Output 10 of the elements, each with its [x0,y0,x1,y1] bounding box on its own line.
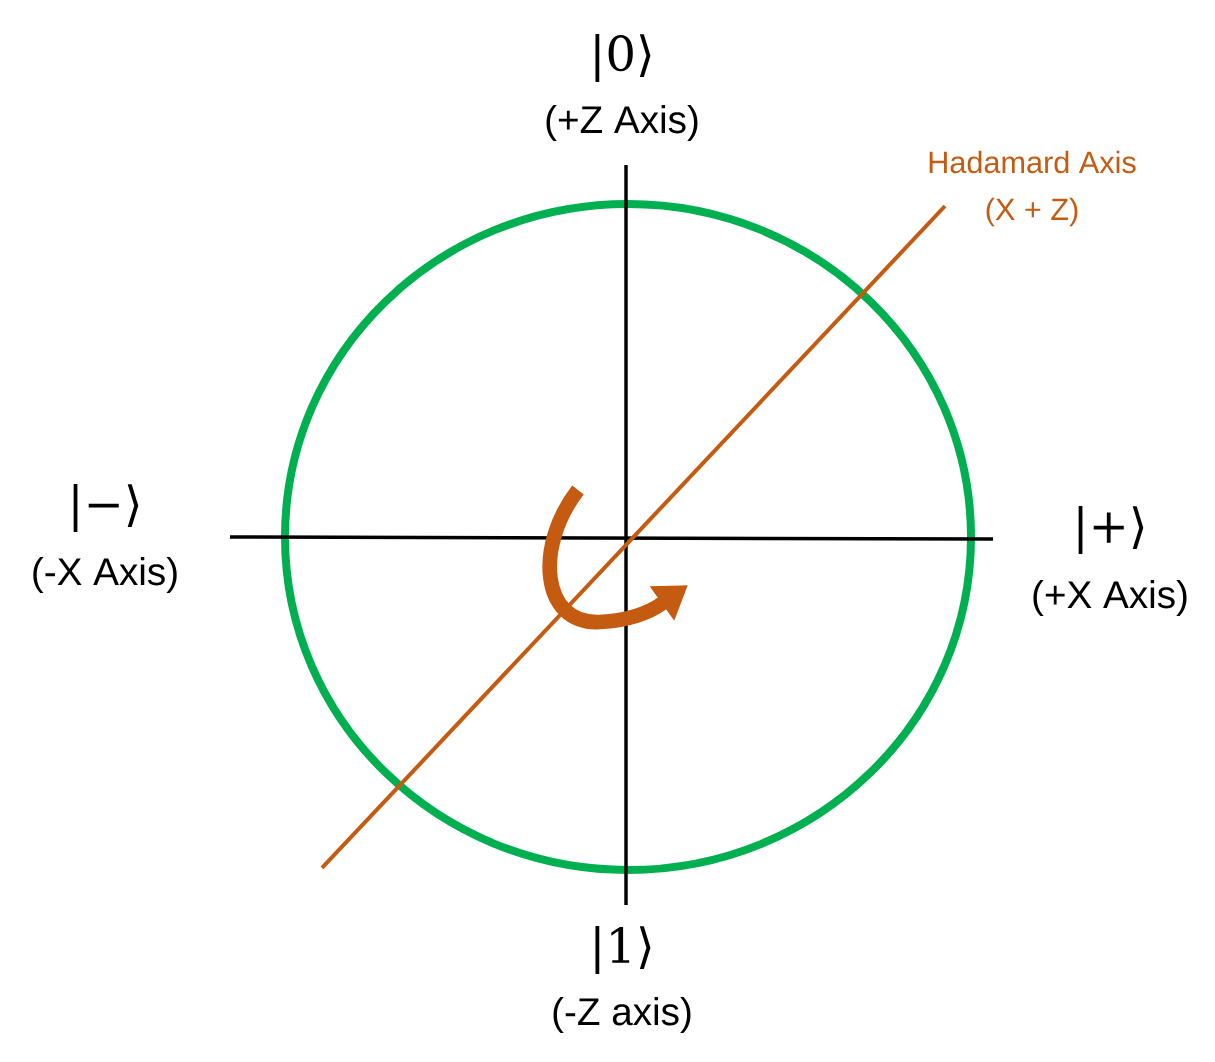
axis-label: (-X Axis) [33,557,177,593]
state-label: |1⟩ [595,926,651,974]
axis-label: (-Z axis) [553,997,691,1033]
state-label: |0⟩ [595,34,651,82]
axis-label: Hadamard Axis [929,150,1136,174]
state-label: |−⟩ [73,484,139,532]
axis-label: (X + Z) [986,197,1078,227]
axis-label: (+Z Axis) [546,105,698,141]
axis-label: (+X Axis) [1033,580,1187,616]
state-label: |+⟩ [1078,506,1144,554]
